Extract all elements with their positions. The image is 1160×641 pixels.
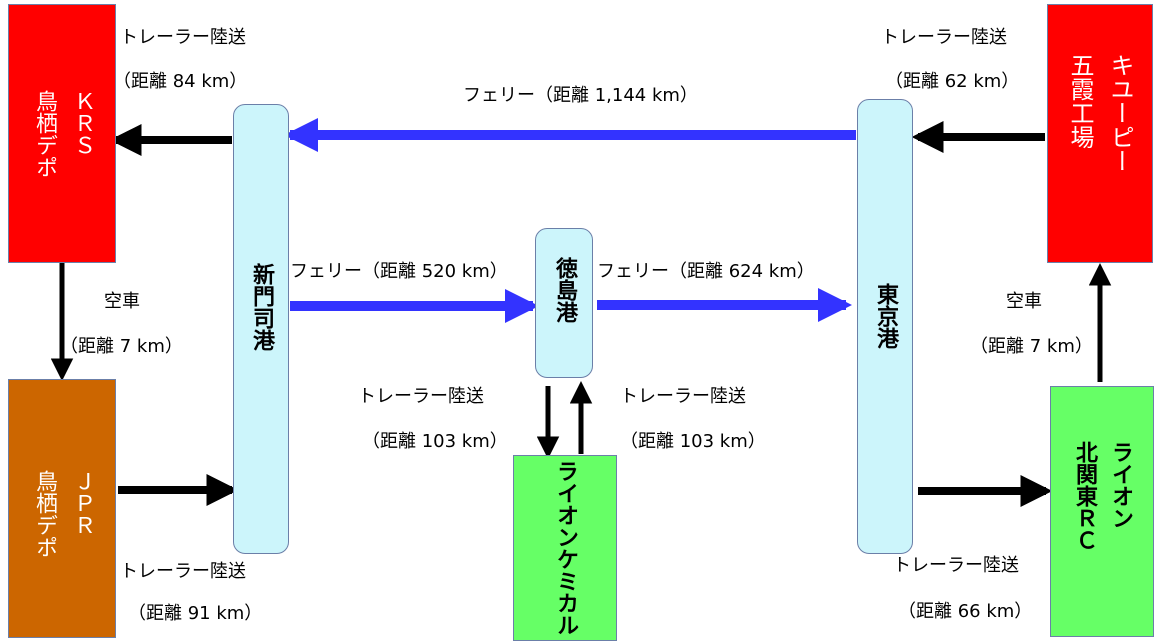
label-shinmoji-krs-mode: トレーラー陸送 xyxy=(120,27,246,48)
jpr-depot-name: 鳥栖デポ xyxy=(32,470,57,558)
label-shinmoji-krs-distance: （距離 84 km） xyxy=(113,71,248,92)
label-tokyo-lion-mode: トレーラー陸送 xyxy=(893,555,1019,576)
krs-depot-node: ＫＲＳ 鳥栖デポ xyxy=(8,4,116,263)
kewpie-factory-node: キユーピー 五霞工場 xyxy=(1047,4,1153,263)
label-chem-tokushima-distance: （距離 103 km） xyxy=(620,431,766,452)
lion-rc-name: 北関東ＲＣ xyxy=(1072,441,1097,551)
label-kewpie-tokyo-mode: トレーラー陸送 xyxy=(881,27,1007,48)
label-jpr-shinmoji-mode: トレーラー陸送 xyxy=(120,561,246,582)
label-tokushima-tokyo-ferry: フェリー（距離 624 km） xyxy=(597,261,815,282)
label-tokyo-lion-distance: （距離 66 km） xyxy=(898,601,1033,622)
lion-kitakanto-node: ライオン 北関東ＲＣ xyxy=(1050,386,1154,637)
label-chem-tokushima-mode: トレーラー陸送 xyxy=(620,386,746,407)
lion-chemical-node: ライオンケミカル xyxy=(513,455,617,641)
kewpie-label-line1: キユーピー xyxy=(1106,53,1134,173)
krs-name: ＫＲＳ xyxy=(70,90,95,156)
label-lion-kewpie-mode: 空車 xyxy=(1006,291,1042,312)
kewpie-name: キユーピー xyxy=(1106,53,1134,173)
label-tokushima-chem-distance: （距離 103 km） xyxy=(362,431,508,452)
tokushima-port-name: 徳島港 xyxy=(552,257,577,323)
shinmoji-port-node: 新門司港 xyxy=(233,104,289,554)
krs-depot-name: 鳥栖デポ xyxy=(32,90,57,178)
label-lion-kewpie-distance: （距離 7 km） xyxy=(970,336,1093,357)
kewpie-factory-name: 五霞工場 xyxy=(1066,53,1094,149)
tokyo-port-name: 東京港 xyxy=(873,283,898,349)
label-tokyo-shinmoji-ferry: フェリー（距離 1,144 km） xyxy=(463,85,698,106)
shinmoji-port-name: 新門司港 xyxy=(249,263,274,351)
label-tokushima-chem-mode: トレーラー陸送 xyxy=(358,386,484,407)
label-kewpie-tokyo-distance: （距離 62 km） xyxy=(885,71,1020,92)
label-krs-jpr-distance: （距離 7 km） xyxy=(60,336,183,357)
label-jpr-shinmoji-distance: （距離 91 km） xyxy=(128,603,263,624)
jpr-depot-node: ＪＰＲ 鳥栖デポ xyxy=(8,379,116,638)
jpr-name: ＪＰＲ xyxy=(70,470,95,536)
tokyo-port-node: 東京港 xyxy=(857,99,913,554)
tokushima-port-node: 徳島港 xyxy=(535,228,593,378)
label-shinmoji-tokushima-ferry: フェリー（距離 520 km） xyxy=(290,261,508,282)
label-krs-jpr-mode: 空車 xyxy=(104,291,140,312)
lion-name: ライオン xyxy=(1108,441,1133,529)
lion-chemical-name: ライオンケミカル xyxy=(553,460,578,636)
